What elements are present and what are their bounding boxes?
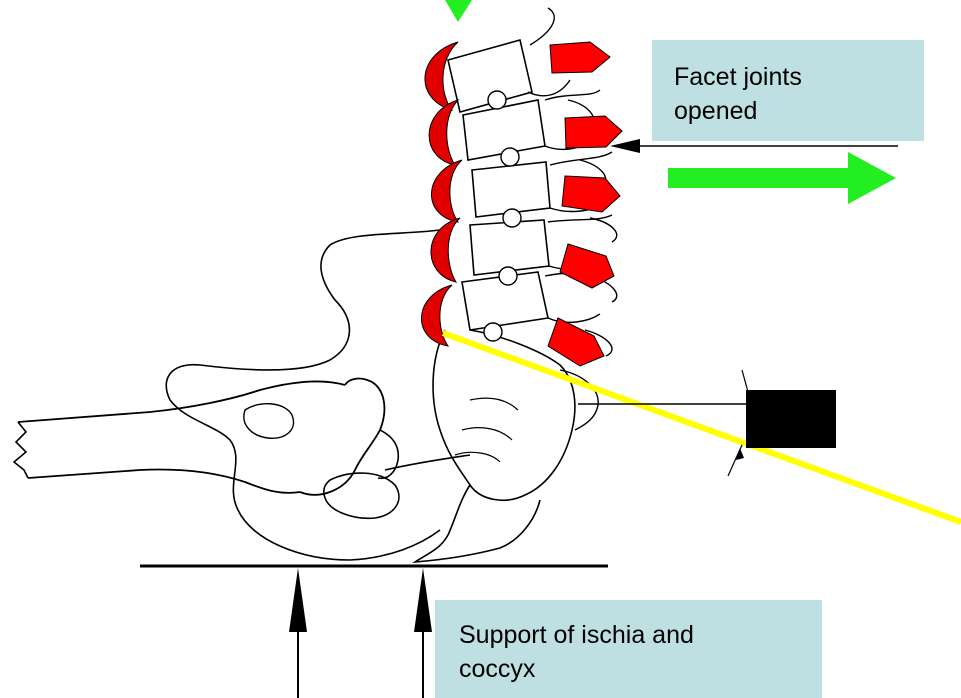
ischium-support-arrowhead (289, 568, 307, 632)
facet-joints-callout: Facet joints opened (652, 40, 924, 141)
facet-wedge-4 (560, 244, 614, 288)
facet-wedge-1 (550, 42, 610, 73)
disc-nucleus-4 (499, 267, 517, 285)
disc-nucleus-5 (484, 323, 502, 341)
facet-pointer-arrowhead (610, 139, 640, 153)
obturator-outline (324, 473, 399, 518)
disc-nucleus-1 (488, 91, 506, 109)
disc-crescent-2 (429, 100, 458, 165)
facet-wedge-5 (548, 318, 604, 366)
disc-crescent-3 (431, 160, 462, 222)
black-block (746, 390, 836, 448)
femur-broken-end (14, 422, 28, 478)
support-callout: Support of ischia and coccyx (435, 600, 822, 698)
support-callout-line-1: Support of ischia and (459, 618, 822, 652)
femur-shaft (18, 381, 345, 422)
green-down-arrowhead (445, 0, 472, 22)
femoral-head (300, 379, 384, 495)
sacral-foramina (455, 398, 518, 462)
green-motion-arrowhead (848, 152, 896, 204)
disc-nucleus-3 (503, 209, 521, 227)
facet-wedge-2 (565, 116, 622, 148)
coccyx-support-arrowhead (414, 568, 432, 632)
facet-callout-line-2: opened (674, 94, 924, 128)
yellow-reference-line (443, 333, 961, 522)
angle-tick-arrowhead (736, 448, 744, 460)
femur-shaft-lower (28, 470, 300, 493)
disc-nucleus-2 (501, 148, 519, 166)
facet-callout-line-1: Facet joints (674, 60, 924, 94)
angle-tick-top (742, 370, 748, 392)
disc-crescent-4 (431, 218, 460, 282)
green-motion-arrow-shaft (668, 168, 850, 188)
ilium-outline (166, 230, 440, 560)
acetabulum-rim (244, 404, 294, 439)
support-callout-line-2: coccyx (459, 652, 822, 686)
facet-wedge-3 (562, 176, 620, 212)
